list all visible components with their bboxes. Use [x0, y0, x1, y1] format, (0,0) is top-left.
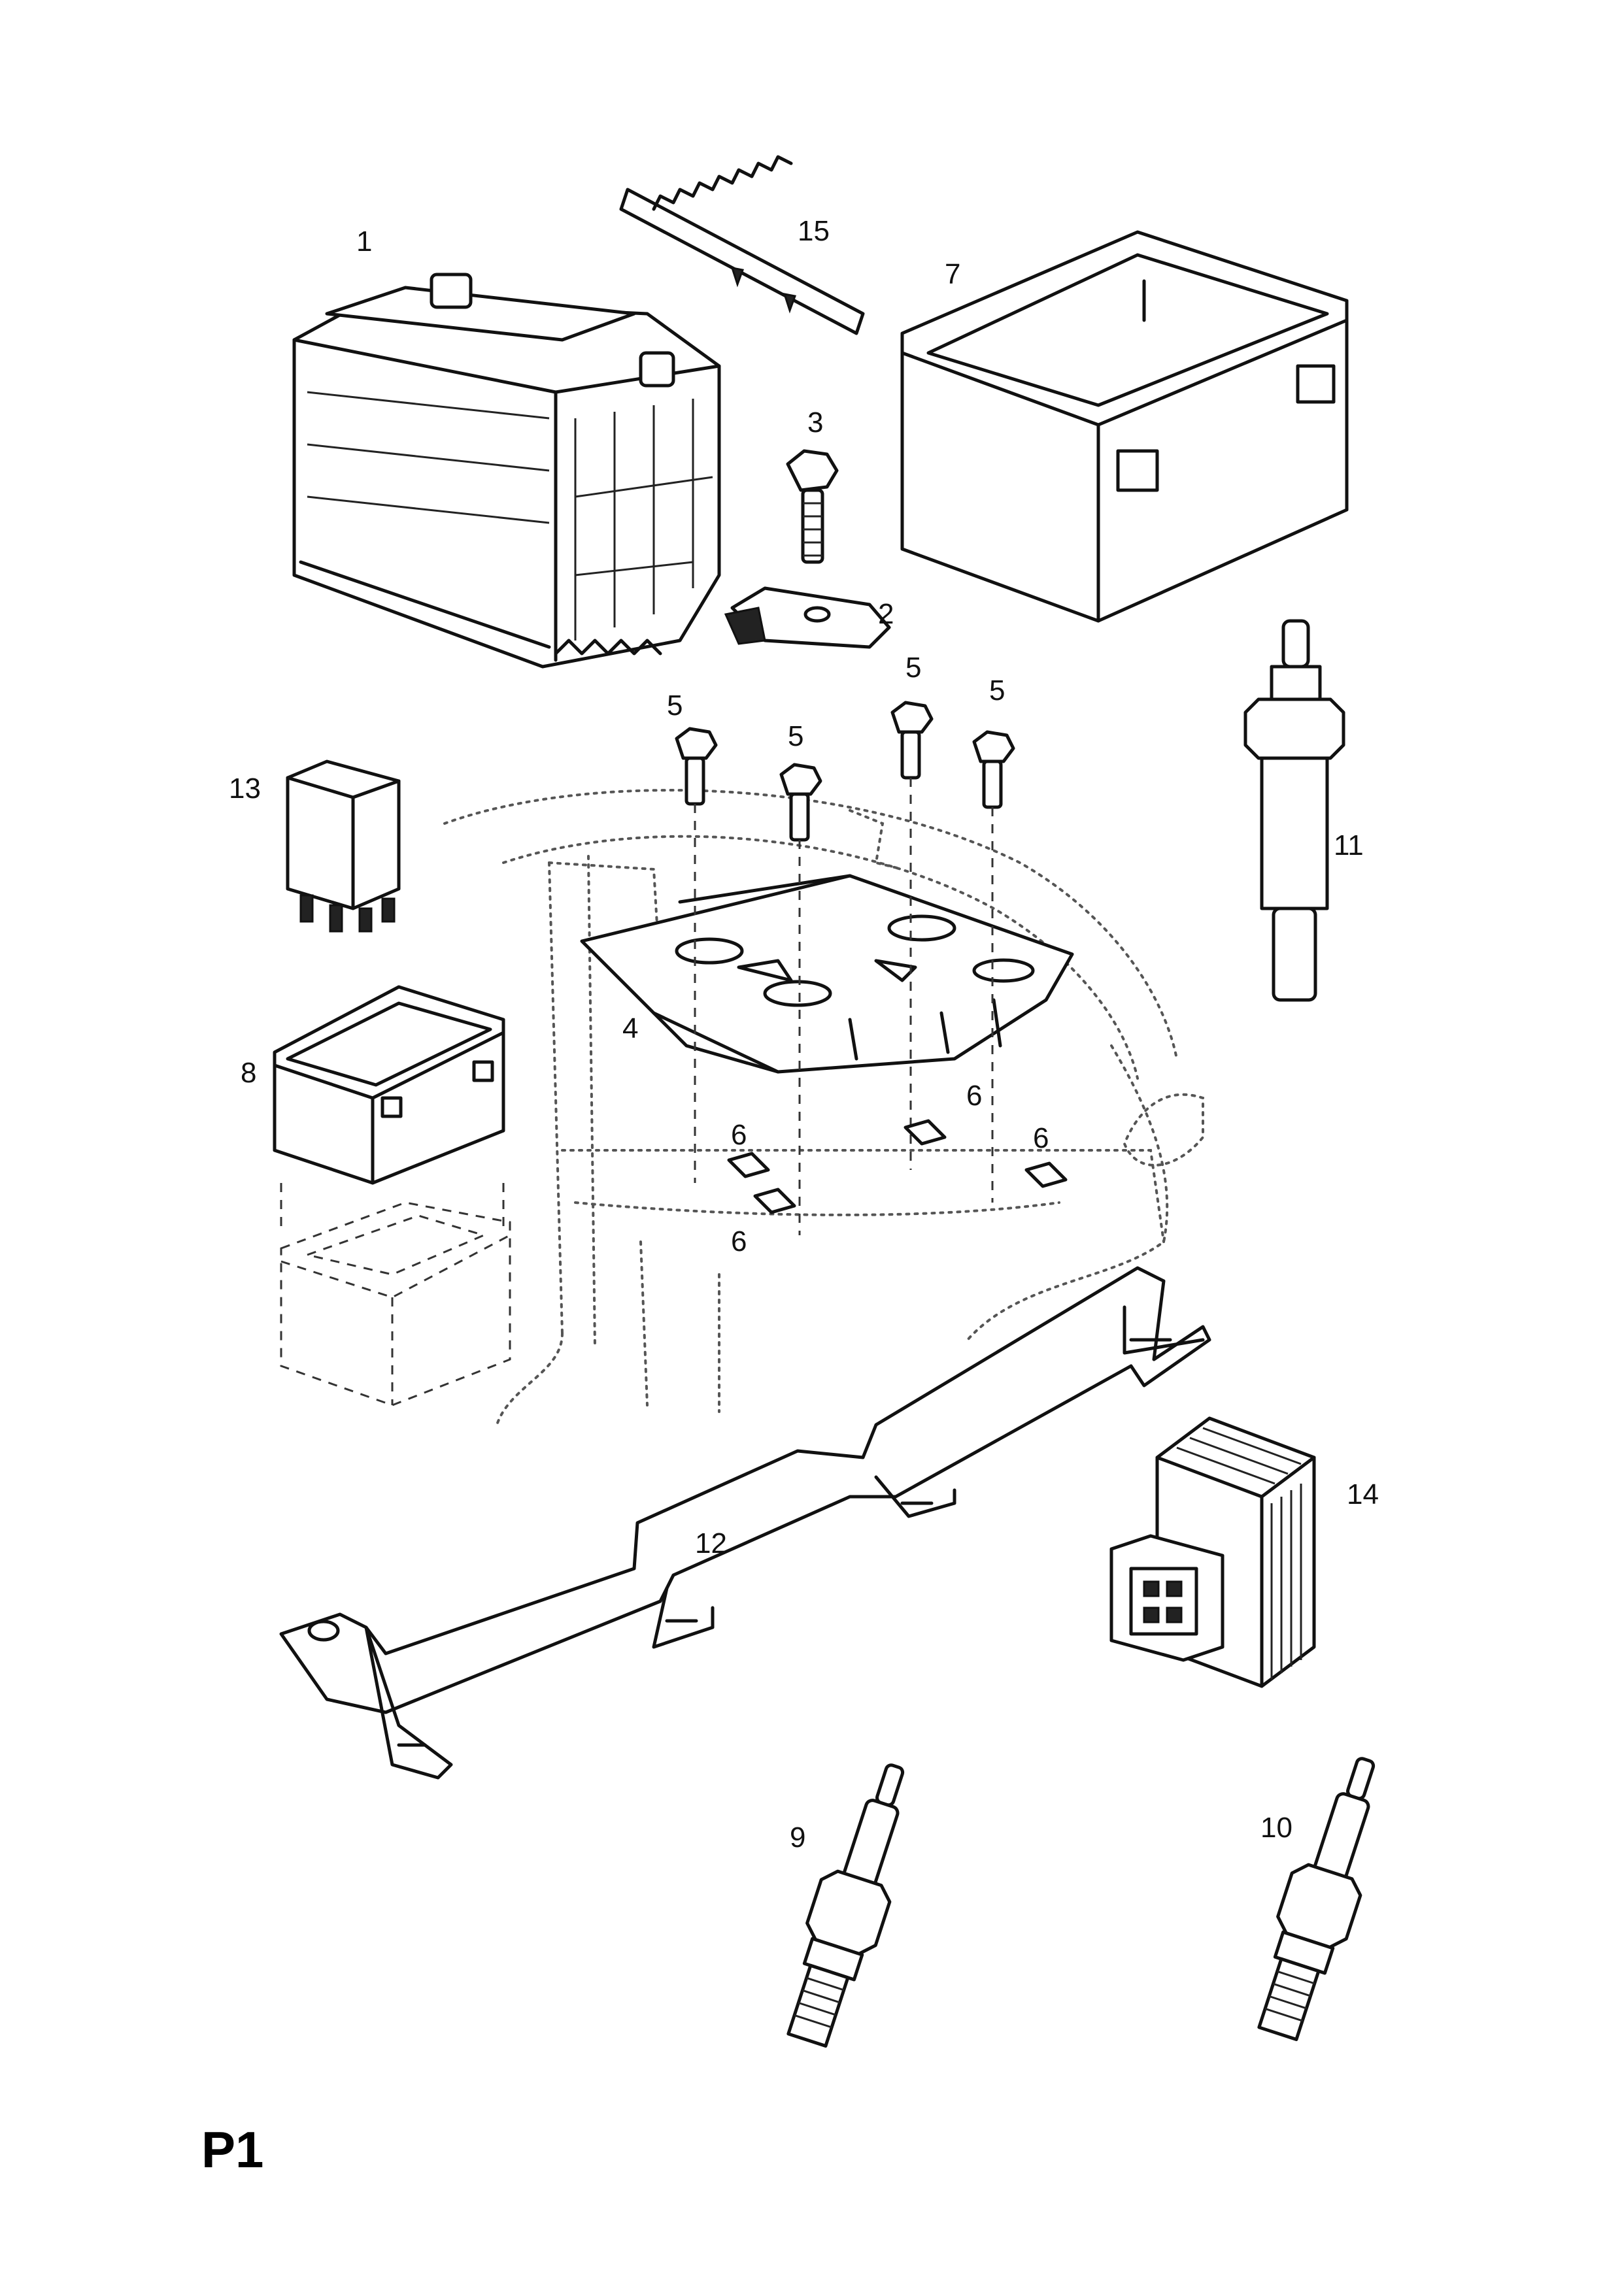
- callout-screw-d: 5: [989, 674, 1005, 707]
- battery: [292, 273, 721, 669]
- callout-nut-d: 6: [1033, 1122, 1049, 1154]
- cage-nuts: [727, 1119, 1068, 1214]
- callout-relay: 13: [229, 773, 261, 805]
- callout-insulation-box-large: 7: [945, 258, 961, 290]
- vehicle-body-outline: [443, 789, 1204, 1426]
- callout-clamp-bolt: 3: [807, 407, 824, 439]
- callout-clamp: 2: [878, 598, 894, 630]
- insulation-box-small: [273, 985, 505, 1185]
- spark-plug-9: [786, 1763, 905, 2048]
- clamp-bolt: [786, 449, 839, 564]
- callout-control-unit: 14: [1347, 1478, 1379, 1510]
- battery-tray: [580, 874, 1074, 1074]
- callout-glow-plug: 11: [1334, 829, 1364, 861]
- page-code: P1: [201, 2121, 264, 2178]
- terminal-cover-strip: [619, 155, 865, 335]
- control-unit: [1109, 1416, 1316, 1688]
- callout-screw-a: 5: [667, 690, 683, 722]
- callout-insulation-box-small: 8: [241, 1057, 257, 1089]
- harness-bracket: [279, 1266, 1211, 1780]
- callout-terminal-cover: 15: [798, 215, 830, 247]
- callout-harness-bracket: 12: [695, 1527, 727, 1559]
- spark-plug-10: [1257, 1757, 1376, 2041]
- callout-screw-b: 5: [788, 720, 804, 752]
- insulation-box-large: [900, 230, 1349, 623]
- callout-nut-b: 6: [731, 1225, 747, 1257]
- callout-nut-c: 6: [966, 1080, 983, 1112]
- callout-spark-plug-b: 10: [1260, 1812, 1293, 1844]
- callout-battery: 1: [356, 225, 373, 258]
- tray-screws: [675, 701, 1015, 842]
- callout-screw-c: 5: [905, 652, 922, 684]
- callout-nut-a: 6: [731, 1119, 747, 1151]
- battery-clamp: [724, 586, 891, 649]
- callout-spark-plug-a: 9: [790, 1822, 806, 1854]
- battery-outline-dashed: [280, 1201, 511, 1406]
- relay: [286, 759, 401, 933]
- glow-plug: [1243, 619, 1345, 1002]
- callout-tray: 4: [622, 1012, 639, 1044]
- assembly-guide-lines: [280, 778, 994, 1235]
